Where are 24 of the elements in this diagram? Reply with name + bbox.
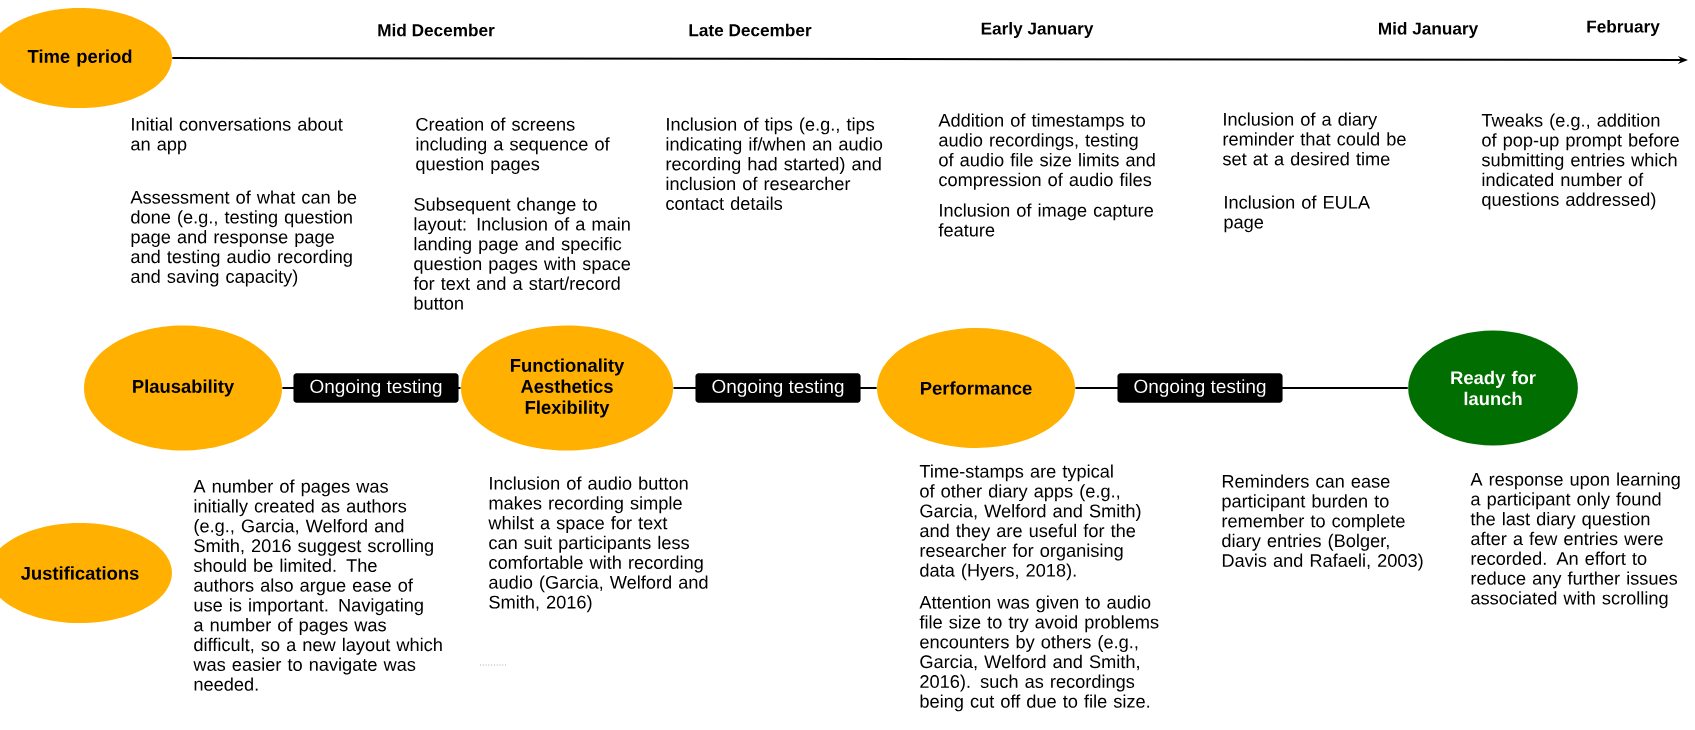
note-text: Inclusion of tips (e.g., tips indicating if/when an audio recording had started) and inclusion of researcher contact details xyxy=(666,117,883,210)
note-text: Assessment of what can be done (e.g., testing question page and response page and testing audio recording and saving capacity) xyxy=(130,190,357,287)
edge-label: Ongoing testing xyxy=(293,373,459,403)
edge-label: Ongoing testing xyxy=(1117,373,1283,403)
note-text: Reminders can ease participant burden to remember to complete diary entries (Bolger, Davis and Rafaeli, 2003) xyxy=(1222,474,1423,571)
note-text: Inclusion of a diary reminder that could be set at a desired time xyxy=(1222,112,1406,166)
edge-label: Ongoing testing xyxy=(695,373,861,403)
period-label: Mid December xyxy=(378,23,495,37)
note-text: Initial conversations about an app xyxy=(131,117,343,155)
note-text: Inclusion of image capture feature xyxy=(938,203,1154,237)
note-text: Time-stamps are typical of other diary apps (e.g., Garcia, Welford and Smith) and they are useful for the researcher for organising data (Hyers, 2018). xyxy=(919,464,1141,581)
period-label: Mid January xyxy=(1379,22,1479,39)
note-text: Addition of timestamps to audio recordings, testing of audio file size limits and compression of audio files xyxy=(938,113,1155,190)
period-label: February xyxy=(1587,20,1660,37)
note-text: Inclusion of EULA page xyxy=(1224,195,1371,233)
note-text: Creation of screens including a sequence of question pages xyxy=(416,117,610,174)
note-text: A number of pages was initially created as authors (e.g., Garcia, Welford and Smith, 2016 suggest scrolling should be limited. The authors also argue ease of use is important. Navigating a number of pages was difficult, so a new layout which was easier to navigate was needed. xyxy=(193,479,442,691)
note-text: Subsequent change to layout: Inclusion of a main landing page and specific question pages with space for text and a start/record button xyxy=(413,197,631,310)
note-text: Attention was given to audio file size to try avoid problems encounters by others (e.g., Garcia, Welford and Smith, 2016). such as recordings being cut off due to file size. xyxy=(919,595,1159,712)
note-text: A response upon learning a participant only found the last diary question after a few entries were recorded. An effort to reduce any further issues associated with scrolling xyxy=(1470,472,1680,609)
period-label: Early January xyxy=(981,22,1094,39)
period-label: Late December xyxy=(689,23,812,37)
note-text: Inclusion of audio button makes recording simple whilst a space for text can suit participants less comfortable with recording audio (Garcia, Welford and Smith, 2016) xyxy=(488,476,708,613)
note-text: Tweaks (e.g., addition of pop-up prompt before submitting entries which indicated number of questions addressed) xyxy=(1481,113,1679,210)
